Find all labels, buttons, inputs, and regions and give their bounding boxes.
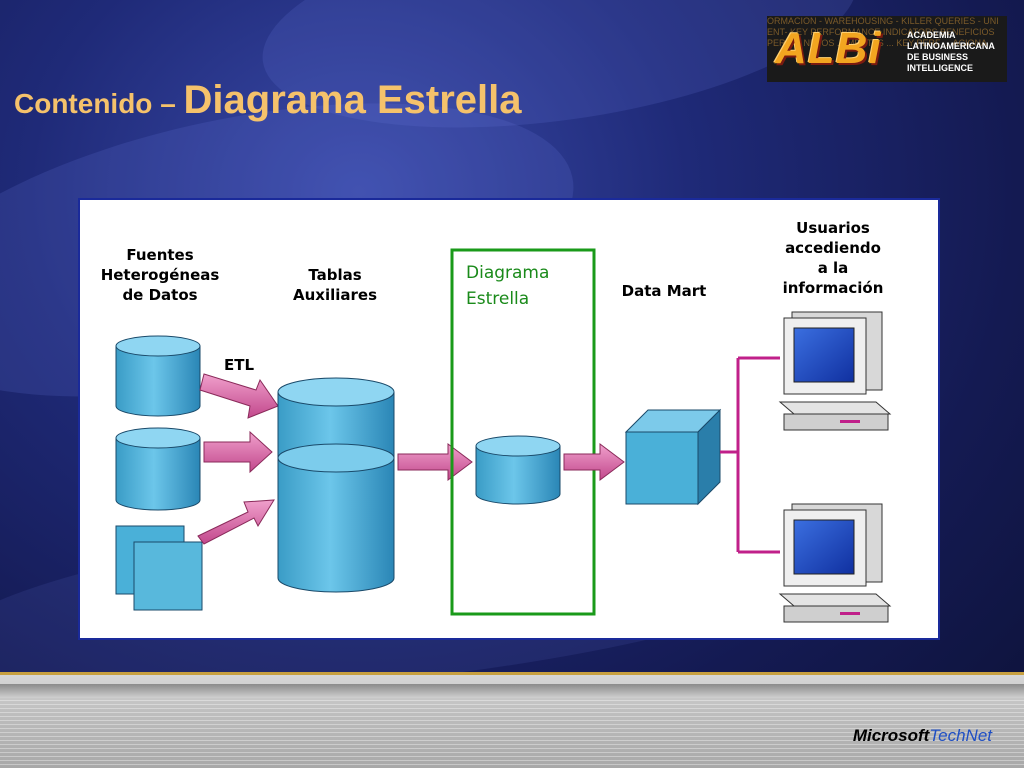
data-mart-cube-icon [624,408,722,506]
albi-logo: ORMACION - WAREHOUSING - KILLER QUERIES … [767,16,1007,82]
datamart-label: Data Mart [622,282,707,300]
user-connector-lines [720,356,780,554]
logo-subtitle-line: LATINOAMERICANA [907,41,995,51]
svg-text:Heterogéneas: Heterogéneas [101,266,220,284]
svg-text:Fuentes: Fuentes [126,246,193,264]
etl-arrow [203,430,273,474]
flow-arrow [563,443,625,481]
logo-subtitle: ACADEMIA LATINOAMERICANA DE BUSINESS INT… [907,30,1007,74]
svg-text:información: información [783,279,884,297]
logo-acronym: ALBi [775,24,882,73]
etl-arrow [197,499,275,545]
title-main: Diagrama Estrella [183,78,522,122]
microsoft-technet-logo: MicrosoftTechNet [853,726,992,746]
slide-title: Contenido – Diagrama Estrella [14,78,522,123]
slide-footer: MicrosoftTechNet [0,672,1024,768]
user-computer-icon [778,503,892,623]
tablas-label: Tablas Auxiliares [293,266,377,304]
etl-label: ETL [224,356,254,374]
logo-subtitle-line: INTELLIGENCE [907,63,974,73]
fuentes-label: Fuentes Heterogéneas de Datos [101,246,220,304]
svg-text:accediendo: accediendo [785,239,881,257]
svg-text:Diagrama: Diagrama [466,263,549,283]
usuarios-label: Usuarios accediendo a la información [783,219,884,297]
footer-divider [0,672,1024,675]
logo-subtitle-line: DE BUSINESS [907,52,969,62]
brand-technet: TechNet [929,726,992,745]
source-database-icon [115,427,201,511]
footer-band [0,684,1024,698]
star-schema-database-icon [475,435,561,505]
star-schema-diagram: Fuentes Heterogéneas de Datos Tablas Aux… [101,219,892,623]
svg-text:Estrella: Estrella [466,289,529,309]
auxiliary-tables-database-icon [277,377,395,593]
brand-microsoft: Microsoft [852,726,930,745]
svg-text:de Datos: de Datos [122,286,197,304]
source-documents-icon [115,525,203,611]
footer-stripes [0,700,1024,768]
diagram-panel: Fuentes Heterogéneas de Datos Tablas Aux… [78,198,940,640]
source-database-icon [115,335,201,417]
svg-text:Auxiliares: Auxiliares [293,286,377,304]
svg-text:Tablas: Tablas [308,266,361,284]
logo-background-text: ORMACION - WAREHOUSING - KILLER QUERIES … [767,16,999,48]
svg-text:a la: a la [818,259,849,277]
title-prefix: Contenido – [14,88,184,119]
etl-arrow [199,373,279,419]
flow-arrow [397,443,473,481]
user-computer-icon [778,311,892,431]
star-schema-box [450,248,596,616]
svg-text:Usuarios: Usuarios [796,219,870,237]
estrella-label: Diagrama Estrella [466,263,549,309]
logo-subtitle-line: ACADEMIA [907,30,956,40]
